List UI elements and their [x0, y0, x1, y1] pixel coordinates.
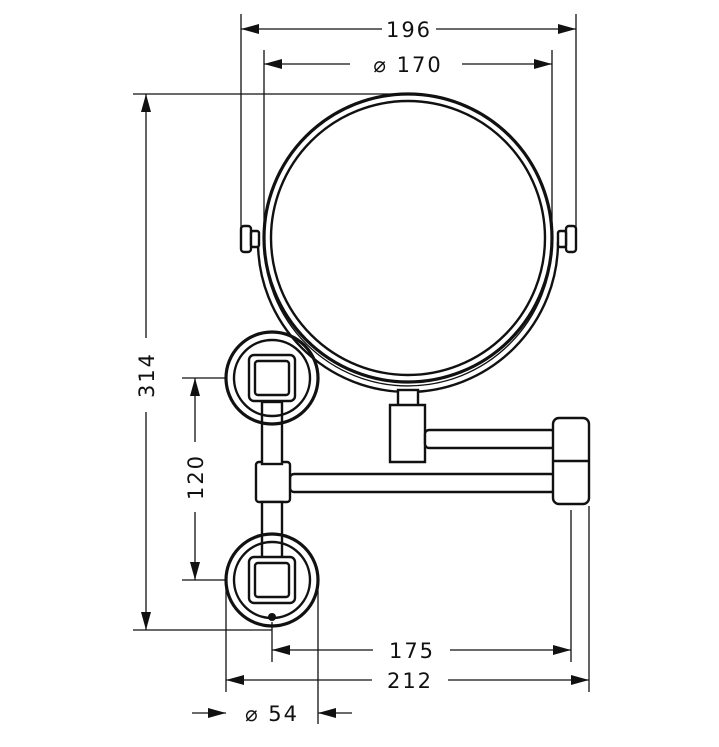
dim-overall-height: 314 — [133, 93, 408, 631]
mirror-neck — [396, 388, 420, 408]
dim-overall-width-label: 196 — [386, 18, 432, 42]
dim-mirror-diameter: ⌀ 170 — [263, 50, 553, 228]
mount-post-lower — [260, 500, 284, 562]
dim-rosette-diameter: ⌀ 54 — [192, 590, 352, 726]
dim-rosette-diameter-label: ⌀ 54 — [245, 702, 299, 726]
dim-mount-spacing: 120 — [182, 377, 226, 581]
mount-screw — [268, 613, 276, 621]
mirror-outer-rim — [262, 92, 554, 384]
dim-overall-width: 196 — [240, 14, 577, 232]
mirror-yoke-inner — [263, 241, 553, 387]
dim-total-reach: 212 — [225, 506, 590, 693]
mirror — [239, 92, 578, 464]
mirror-elbow — [388, 403, 427, 464]
dim-mirror-diameter-label: ⌀ 170 — [373, 53, 442, 77]
wall-joint — [254, 460, 292, 504]
pivot-knob-left — [239, 224, 261, 254]
dim-mount-spacing-label: 120 — [184, 454, 208, 500]
pivot-knob-right — [556, 224, 578, 254]
dim-arm-reach: 175 — [271, 510, 572, 663]
mirror-yoke — [256, 241, 560, 394]
dim-arm-reach-label: 175 — [389, 639, 435, 663]
upper-arm — [423, 428, 557, 450]
mirror-inner-rim — [269, 99, 547, 377]
dim-total-reach-label: 212 — [387, 669, 433, 693]
mount-post — [260, 400, 284, 466]
dim-overall-height-label: 314 — [135, 352, 159, 398]
lower-arm — [288, 472, 557, 494]
